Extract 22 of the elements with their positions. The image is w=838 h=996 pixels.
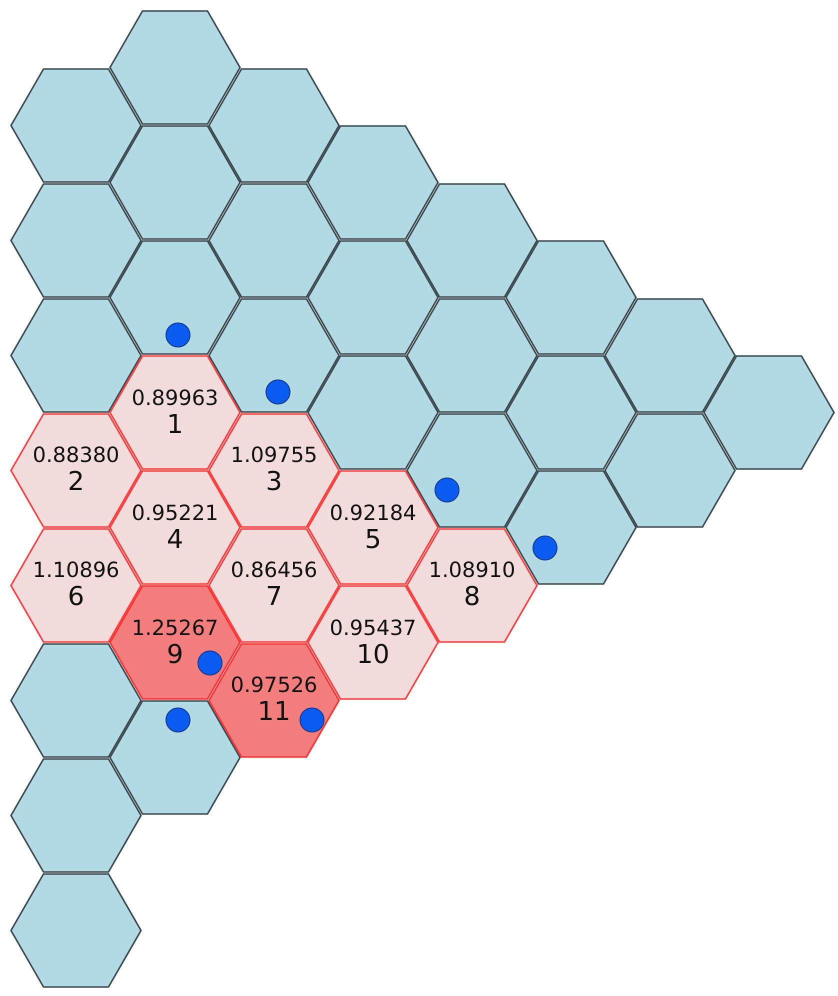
value-text: 1.10896 xyxy=(32,558,120,582)
value-text: 0.95437 xyxy=(330,616,416,640)
index-number: 1 xyxy=(166,410,184,440)
index-number: 4 xyxy=(166,524,184,554)
index-number: 3 xyxy=(266,467,282,497)
index-number: 6 xyxy=(68,582,84,612)
value-text: 0.97526 xyxy=(230,673,318,697)
value-text: 0.92184 xyxy=(330,500,416,524)
value-text: 0.86456 xyxy=(230,558,318,582)
index-number: 5 xyxy=(364,524,382,554)
index-number: 9 xyxy=(166,640,184,670)
value-text: 1.09755 xyxy=(230,443,318,467)
index-number: 8 xyxy=(464,582,480,612)
value-text: 0.89963 xyxy=(132,386,218,410)
index-number: 11 xyxy=(257,697,291,727)
value-text: 1.25267 xyxy=(132,616,218,640)
value-text: 0.88380 xyxy=(32,443,120,467)
index-number: 10 xyxy=(356,640,390,670)
value-text: 0.95221 xyxy=(132,500,218,524)
index-number: 7 xyxy=(266,582,282,612)
index-number: 2 xyxy=(68,467,84,497)
value-text: 1.08910 xyxy=(428,558,516,582)
